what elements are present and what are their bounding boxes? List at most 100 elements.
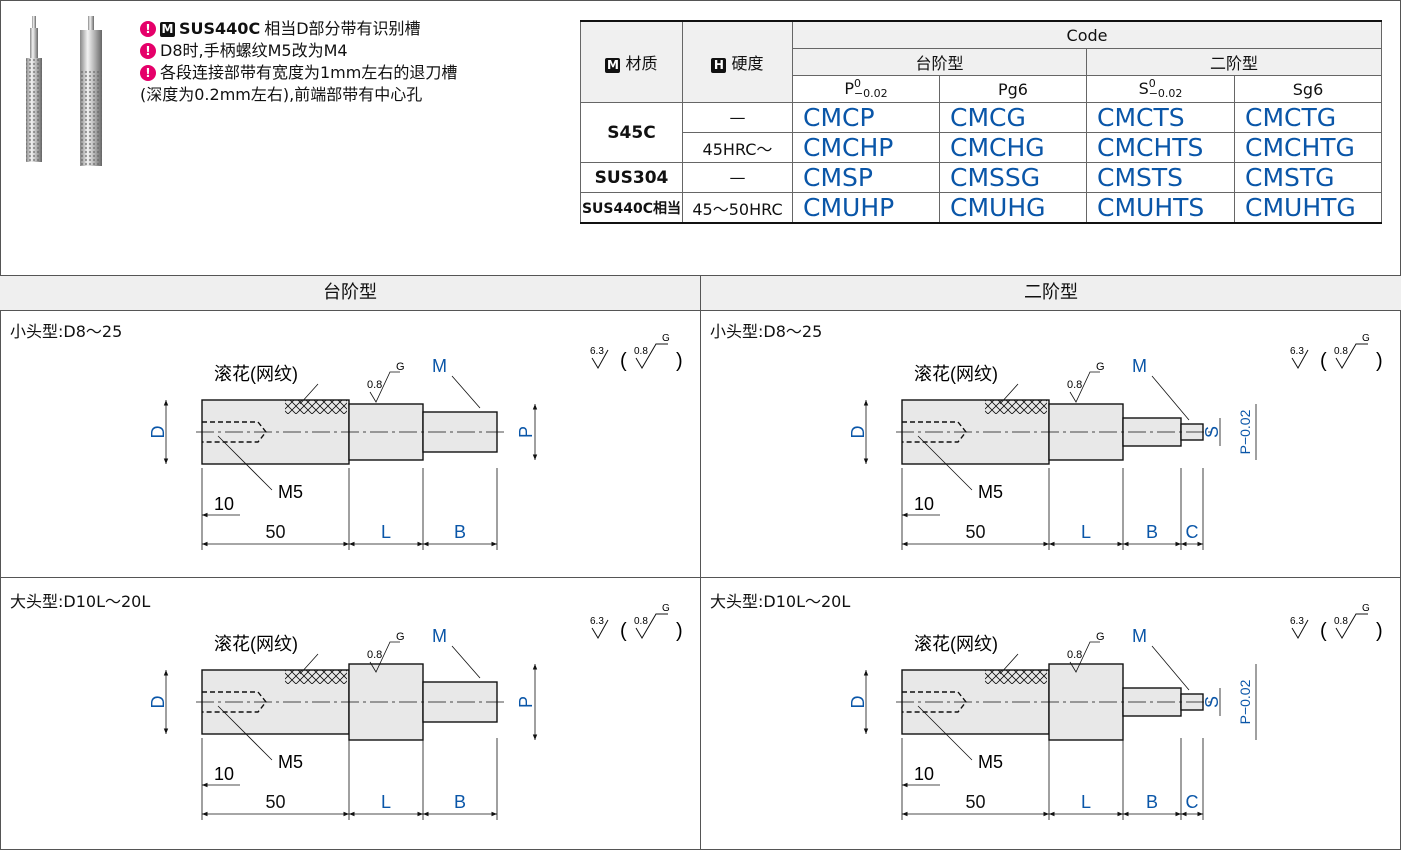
col-pg6-header: Pg6 (939, 75, 1087, 103)
thread-label: M (432, 626, 447, 646)
note-item: ! D8时,手柄螺纹M5改为M4 (140, 40, 457, 62)
grind-label: G (662, 603, 670, 614)
code-cell[interactable]: CMCHTS (1086, 132, 1235, 163)
warning-icon: ! (140, 21, 156, 37)
code-cell[interactable]: CMCP (792, 102, 940, 133)
code-cell[interactable]: CMUHG (939, 192, 1087, 224)
code-cell[interactable]: CMUHTS (1086, 192, 1235, 224)
leader-line (451, 375, 481, 409)
leader-line (1151, 645, 1190, 691)
thread-label: M5 (278, 482, 303, 502)
roughness-symbol (1069, 641, 1100, 673)
roughness-value: 0.8 (1067, 379, 1082, 391)
roughness-value: 0.8 (1067, 649, 1082, 661)
code-cell[interactable]: CMUHTG (1234, 192, 1382, 224)
roughness-value: 0.8 (1334, 346, 1348, 357)
knurl-label: 滚花(网纹) (914, 364, 998, 384)
dimension-label: D (848, 696, 868, 709)
roughness-value: 6.3 (590, 616, 604, 627)
code-cell[interactable]: CMCHP (792, 132, 940, 163)
material-badge-icon: M (160, 21, 175, 37)
divider-vertical (700, 275, 701, 850)
dimension-label: L (381, 522, 391, 542)
svg-text:): ) (1376, 350, 1383, 372)
svg-text:(: ( (1320, 350, 1327, 372)
leader-line (999, 383, 1019, 405)
leader-line (1151, 375, 1190, 421)
code-cell[interactable]: CMSTG (1234, 162, 1382, 193)
thread-label: M (1132, 356, 1147, 376)
section-header-step: 台阶型 (0, 275, 700, 311)
material-cell: SUS304 (580, 162, 683, 193)
table-row: 45HRC～ CMCHP CMCHG CMCHTS CMCHTG (581, 132, 1382, 163)
part-outline (863, 641, 1257, 820)
dimension-label: 10 (214, 494, 234, 514)
code-cell[interactable]: CMUHP (792, 192, 940, 224)
roughness-value: 0.8 (367, 379, 382, 391)
dimension-label: 50 (265, 522, 285, 542)
panel-title: 小头型:D8～25 (710, 322, 823, 341)
hardness-cell: — (682, 102, 793, 133)
knurl-pattern (985, 400, 1047, 414)
dimension-label: C (1186, 522, 1199, 542)
code-cell[interactable]: CMSSG (939, 162, 1087, 193)
code-cell[interactable]: CMCTS (1086, 102, 1235, 133)
hardness-cell: 45HRC～ (682, 132, 793, 163)
code-cell[interactable]: CMCG (939, 102, 1087, 133)
knurl-label: 滚花(网纹) (214, 634, 298, 654)
thread-label: M (432, 356, 447, 376)
part-outline (163, 371, 538, 550)
grind-label: G (396, 361, 405, 373)
product-photo (26, 16, 102, 166)
code-cell[interactable]: CMSP (792, 162, 940, 193)
table-row: SUS304 — CMSP CMSSG CMSTS CMSTG (580, 162, 1382, 193)
roughness-value: 0.8 (634, 616, 648, 627)
section-header-two-step: 二阶型 (701, 275, 1401, 311)
thread-label: M5 (978, 482, 1003, 502)
svg-text:(: ( (1320, 620, 1327, 642)
code-cell[interactable]: CMCTG (1234, 102, 1382, 133)
roughness-value: 6.3 (1290, 346, 1304, 357)
code-cell[interactable]: CMCHG (939, 132, 1087, 163)
hardness-cell: 45～50HRC (682, 192, 793, 224)
thread-label: M (1132, 626, 1147, 646)
col-s-header: S0−0.02 (1086, 75, 1235, 103)
table-row: SUS440C相当 45～50HRC CMUHP CMUHG CMUHTS CM… (580, 192, 1382, 224)
grind-label: G (1362, 333, 1370, 344)
note-text: D8时,手柄螺纹M5改为M4 (160, 41, 348, 60)
thread-label: M5 (978, 752, 1003, 772)
dimension-label: 50 (265, 792, 285, 812)
note-item: ! 各段连接部带有宽度为1mm左右的退刀槽 (140, 62, 457, 84)
knurl-pattern (985, 670, 1047, 684)
divider-horizontal (0, 577, 1401, 578)
code-cell[interactable]: CMSTS (1086, 162, 1235, 193)
leader-line (299, 383, 319, 405)
roughness-value: 0.8 (634, 346, 648, 357)
code-cell[interactable]: CMCHTG (1234, 132, 1382, 163)
roughness-legend: 6.3 ( 0.8 G ) (590, 333, 683, 372)
leader-line (917, 435, 973, 491)
note-text: 各段连接部带有宽度为1mm左右的退刀槽 (160, 63, 458, 82)
warning-icon: ! (140, 43, 156, 59)
dimension-label: L (1081, 792, 1091, 812)
leader-line (217, 435, 273, 491)
dimension-label: P (516, 696, 536, 708)
part-outline (163, 641, 538, 820)
roughness-value: 0.8 (1334, 616, 1348, 627)
material-header: M 材质 (580, 20, 683, 103)
roughness-symbol (369, 641, 400, 673)
roughness-value: 0.8 (367, 649, 382, 661)
svg-text:): ) (676, 350, 683, 372)
grind-label: G (662, 333, 670, 344)
col-p-header: P0−0.02 (792, 75, 940, 103)
dimension-label: L (381, 792, 391, 812)
leader-line (217, 705, 273, 761)
part-outline (863, 371, 1257, 550)
